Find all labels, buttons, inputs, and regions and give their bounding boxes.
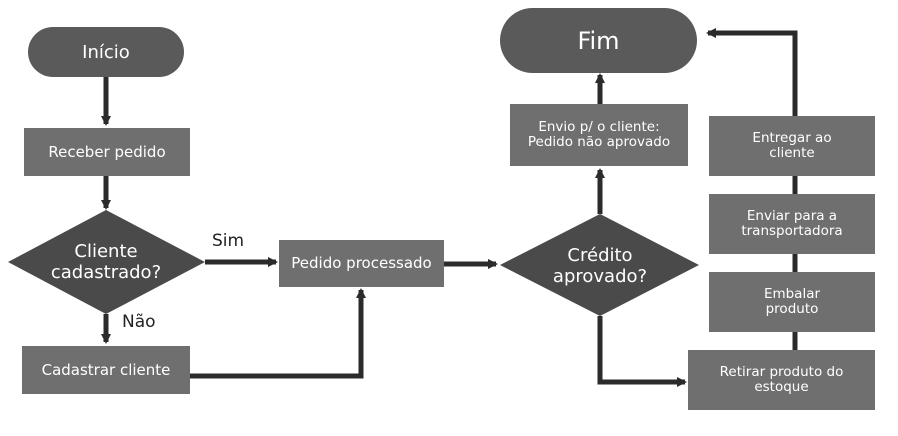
process-pedido-processado: Pedido processado: [279, 240, 444, 287]
process-envio-cliente: Envio p/ o cliente: Pedido não aprovado: [510, 104, 688, 166]
process-envio-cliente-label: Envio p/ o cliente: Pedido não aprovado: [527, 119, 671, 150]
edge-label-nao: Não: [122, 312, 156, 332]
end-terminal: Fim: [500, 8, 697, 73]
process-enviar-transportadora: Enviar para a transportadora: [709, 194, 875, 254]
decision-credito-aprovado-label: Crédito aprovado?: [520, 238, 680, 294]
process-enviar-transportadora-label: Enviar para a transportadora: [741, 208, 843, 239]
process-entregar-cliente: Entregar ao cliente: [709, 116, 875, 176]
process-retirar-produto: Retirar produto do estoque: [688, 350, 875, 410]
arrow-entregar-to-fim: [706, 28, 798, 116]
edge-label-sim: Sim: [212, 231, 245, 251]
decision-diamond-cliente-cadastrado: [8, 210, 205, 314]
process-pedido-processado-label: Pedido processado: [291, 254, 432, 272]
process-embalar-produto: Embalar produto: [709, 272, 875, 332]
start-label: Início: [82, 41, 130, 63]
process-receber-pedido: Receber pedido: [24, 128, 190, 176]
process-retirar-produto-label: Retirar produto do estoque: [719, 364, 844, 395]
process-entregar-cliente-label: Entregar ao cliente: [752, 130, 832, 161]
start-terminal: Início: [28, 27, 184, 77]
process-cadastrar-cliente: Cadastrar cliente: [22, 346, 190, 394]
arrow-cadastrar-to-processado: [190, 288, 366, 379]
decision-cliente-cadastrado-text: Cliente cadastrado?: [50, 241, 162, 283]
process-receber-pedido-label: Receber pedido: [48, 142, 166, 161]
decision-cliente-cadastrado-label: Cliente cadastrado?: [28, 234, 184, 290]
process-embalar-produto-label: Embalar produto: [763, 286, 821, 317]
decision-diamond-credito-aprovado: [500, 214, 699, 316]
end-label: Fim: [577, 26, 620, 55]
process-cadastrar-cliente-label: Cadastrar cliente: [41, 360, 171, 379]
decision-credito-aprovado-text: Crédito aprovado?: [552, 245, 648, 287]
arrow-credito-to-retirar: [597, 316, 687, 387]
